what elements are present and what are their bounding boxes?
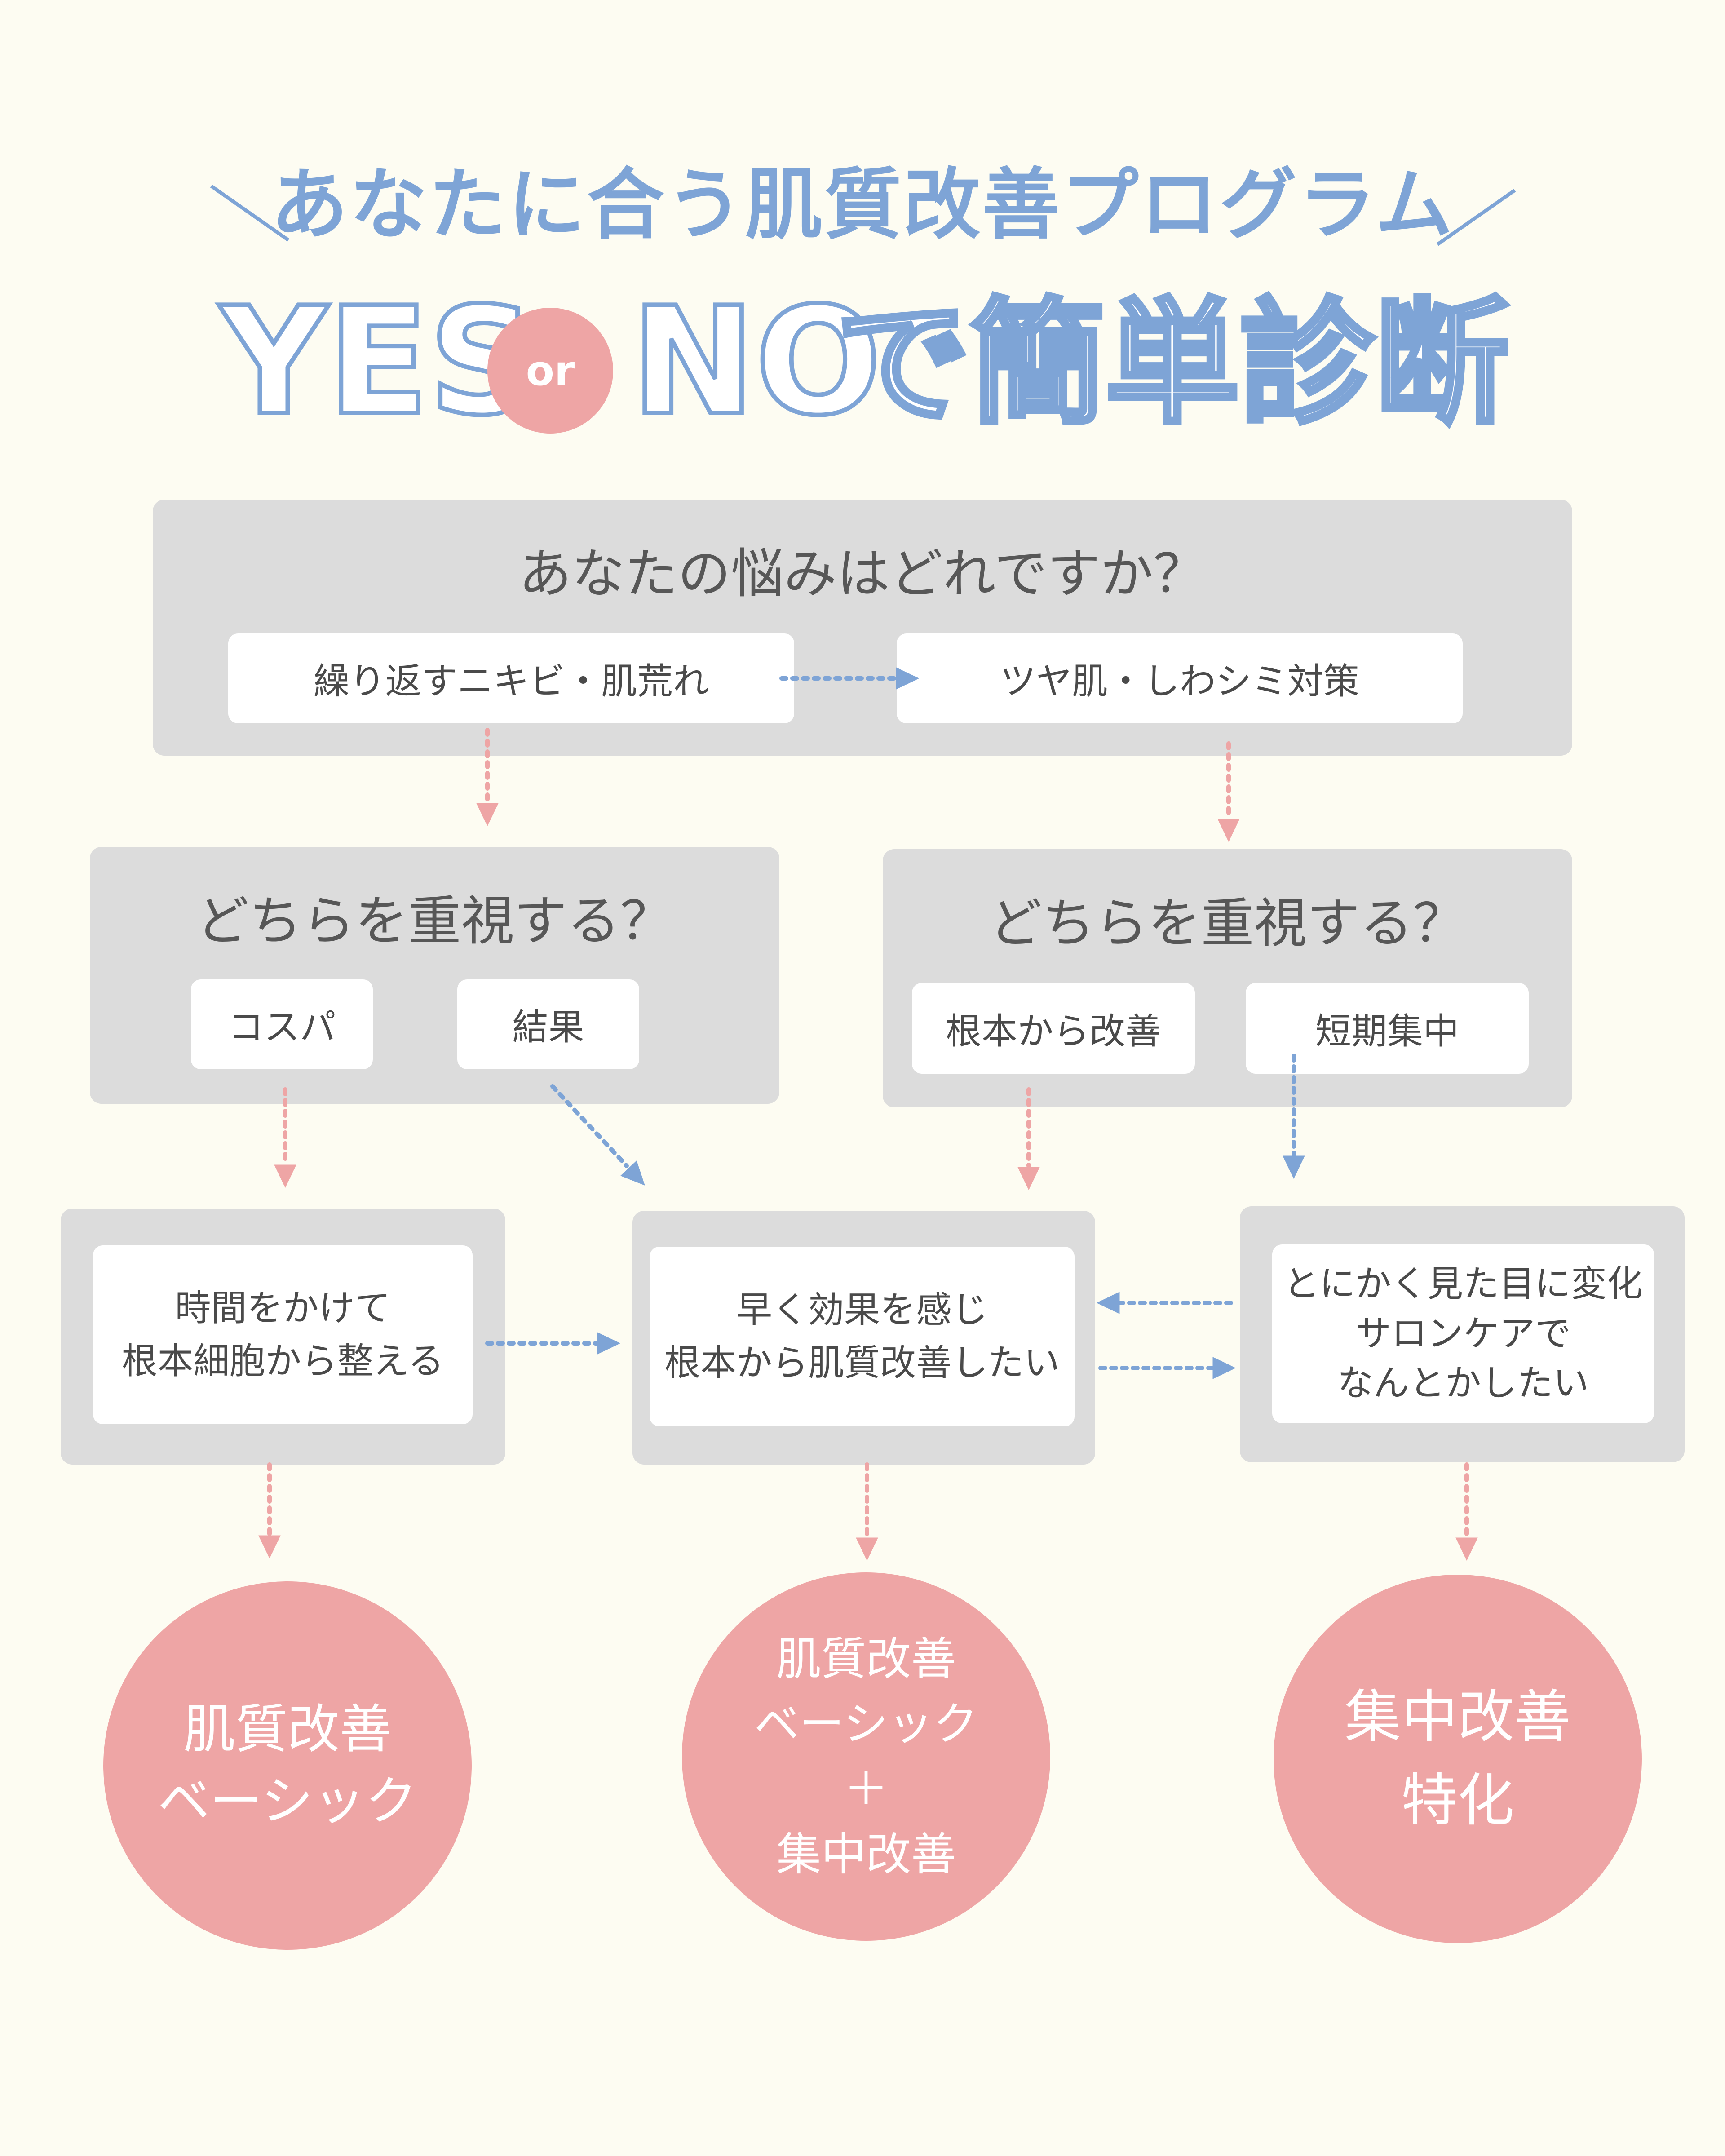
arrow-right-to-center — [1096, 1292, 1233, 1314]
result-center-line: 肌質改善 — [776, 1633, 956, 1685]
desc-center-line: 根本から肌質改善したい — [664, 1342, 1060, 1384]
arrow-cost-down — [274, 1087, 296, 1188]
desc-left-panel: 時間をかけて 根本細胞から整える — [61, 1209, 505, 1465]
title-or-circle: or — [487, 308, 613, 434]
desc-center[interactable]: 早く効果を感じ 根本から肌質改善したい — [650, 1247, 1075, 1426]
arrow-gloss-down — [1217, 741, 1240, 842]
result-center: 肌質改善 ベーシック ＋ 集中改善 — [682, 1572, 1050, 1941]
arrow-center-to-right — [1098, 1357, 1236, 1379]
option-cost[interactable]: コスパ — [191, 979, 373, 1069]
option-result[interactable]: 結果 — [457, 979, 639, 1069]
q2-left-panel: どちらを重視する？ コスパ 結果 — [90, 847, 779, 1104]
q2-right-panel: どちらを重視する？ 根本から改善 短期集中 — [883, 849, 1572, 1107]
result-right-line: 特化 — [1401, 1767, 1514, 1833]
option-root[interactable]: 根本から改善 — [912, 983, 1195, 1074]
desc-center-panel: 早く効果を感じ 根本から肌質改善したい — [632, 1211, 1095, 1465]
q2-right-question: どちらを重視する？ — [989, 892, 1466, 954]
arrow-left-to-center — [485, 1332, 621, 1355]
title-yes: YES — [218, 275, 538, 448]
q1-question: あなたの悩みはどれですか？ — [518, 543, 1207, 605]
desc-right[interactable]: とにかく見た目に変化 サロンケアで なんとかしたい — [1272, 1244, 1654, 1423]
result-center-line: 集中改善 — [776, 1828, 956, 1881]
q1-option-gloss[interactable]: ツヤ肌・しわシミ対策 — [897, 633, 1463, 723]
arrow-acne-down — [476, 728, 499, 827]
result-right-line: 集中改善 — [1345, 1683, 1571, 1750]
result-center-line: ベーシック — [754, 1698, 978, 1750]
arrow-left-to-result — [258, 1462, 281, 1559]
result-left-line: ベーシック — [158, 1771, 417, 1832]
q1-panel: あなたの悩みはどれですか？ 繰り返すニキビ・肌荒れ ツヤ肌・しわシミ対策 — [153, 500, 1572, 756]
arrow-result-diagonal — [550, 1084, 645, 1186]
result-left-line: 肌質改善 — [183, 1699, 392, 1760]
subtitle: あなたに合う肌質改善プログラム — [270, 159, 1455, 250]
arrow-short-down — [1283, 1054, 1305, 1179]
q1-option-acne[interactable]: 繰り返すニキビ・肌荒れ — [228, 633, 794, 723]
desc-left-line: 時間をかけて — [175, 1287, 391, 1329]
desc-right-line: サロンケアで — [1355, 1312, 1571, 1355]
arrow-right-to-result — [1455, 1462, 1478, 1561]
desc-left[interactable]: 時間をかけて 根本細胞から整える — [93, 1245, 473, 1424]
desc-center-line: 早く効果を感じ — [736, 1288, 988, 1331]
desc-left-line: 根本細胞から整える — [121, 1340, 444, 1382]
arrow-root-down — [1017, 1087, 1040, 1191]
desc-right-line: なんとかしたい — [1337, 1362, 1589, 1404]
result-right: 集中改善 特化 — [1274, 1575, 1642, 1943]
result-center-line: ＋ — [844, 1763, 889, 1815]
desc-right-line: とにかく見た目に変化 — [1283, 1263, 1643, 1305]
arrow-q1-horizontal — [779, 667, 920, 690]
q2-left-question: どちらを重視する？ — [196, 890, 673, 952]
desc-right-panel: とにかく見た目に変化 サロンケアで なんとかしたい — [1240, 1206, 1685, 1462]
arrow-center-to-result — [856, 1462, 878, 1561]
title-no: NO — [629, 275, 884, 448]
title-rest: で簡単診断 — [833, 285, 1512, 442]
result-left: 肌質改善 ベーシック — [103, 1581, 472, 1950]
